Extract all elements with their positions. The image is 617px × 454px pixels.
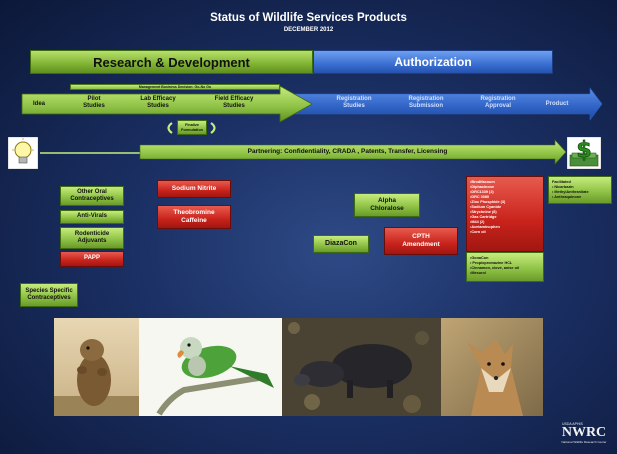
- finalize-right-bracket: [210, 122, 216, 134]
- partnering-label: Partnering: Confidentiality, CRADA , Pat…: [247, 148, 448, 155]
- lightbulb-icon: [8, 137, 38, 169]
- list-item: •Gas Cartridge: [470, 215, 497, 219]
- feral-swine-photo: [282, 318, 441, 416]
- product-diazacon: DiazaCon: [313, 235, 369, 253]
- stage-registration-studies: Registration Studies: [336, 96, 372, 110]
- product-theobromine-caffeine: Theobromine Caffeine: [157, 205, 231, 229]
- registered-products-red-list: •Brodifacoum •Diphacinone •DRC1339 (2) •…: [466, 176, 544, 252]
- finalize-left-bracket: [167, 122, 173, 134]
- list-item: •Sodium Cyanide: [470, 205, 502, 209]
- monk-parakeet-photo: [139, 318, 282, 416]
- list-item: •DRC1339 (2): [470, 190, 494, 194]
- logo-main-text: NWRC: [561, 425, 607, 440]
- list-item: •GonaCon: [470, 256, 489, 260]
- list-item: •Mesurol: [470, 271, 486, 275]
- slide-title: Status of Wildlife Services Products: [210, 12, 407, 24]
- stage-field-efficacy: Field Efficacy Studies: [214, 96, 254, 110]
- coyote-photo: [441, 318, 543, 416]
- dollar-sign-icon: $: [567, 137, 601, 169]
- registered-products-green-list: •GonaCon • Propiopromazine HCL •Cinnamon…: [466, 252, 544, 282]
- stage-registration-submission: Registration Submission: [408, 96, 444, 110]
- partnering-arrow: [139, 139, 567, 165]
- list-item: •Cinnamon, clove, anise oil: [470, 266, 520, 270]
- logo-small-text: USDA APHIS: [562, 422, 583, 426]
- facilitated-products-list: Facilitated • Nicarbazin • MethylAnthran…: [548, 176, 612, 204]
- authorization-banner: Authorization: [313, 50, 553, 74]
- list-item: •Corn oil: [470, 230, 486, 234]
- list-item: •M44 (2): [470, 220, 485, 224]
- product-sodium-nitrite: Sodium Nitrite: [157, 180, 231, 198]
- stage-pilot-studies: Pilot Studies: [83, 96, 105, 110]
- finalize-formulation-box: Finalize Formulation: [177, 120, 207, 135]
- management-decision-bar: Management Business Decision: Go-No Go: [70, 84, 280, 90]
- logo-tagline: National Wildlife Research Center: [561, 440, 607, 444]
- research-arrow: [21, 85, 313, 123]
- svg-text:$: $: [576, 138, 591, 163]
- list-item: •DRC 3080: [470, 195, 490, 199]
- product-papp: PAPP: [60, 251, 124, 267]
- prairie-dog-photo: [54, 318, 139, 416]
- list-item: •Strychnine (8): [470, 210, 497, 214]
- product-cpth-amendment: CPTH Amendment: [384, 227, 458, 255]
- product-species-specific-contraceptives: Species Specific Contraceptives: [20, 283, 78, 307]
- product-alpha-chloralose: Alpha Chloralose: [354, 193, 420, 217]
- list-item: •Brodifacoum: [470, 180, 495, 184]
- product-anti-virals: Anti-Virals: [60, 210, 124, 224]
- research-development-banner: Research & Development: [30, 50, 313, 74]
- stage-registration-approval: Registration Approval: [480, 96, 516, 110]
- slide-date: DECEMBER 2012: [283, 27, 334, 33]
- nwrc-logo: USDA APHIS NWRC National Wildlife Resear…: [558, 422, 610, 448]
- list-item: Facilitated: [552, 180, 571, 184]
- list-item: •Acetaminophen: [470, 225, 500, 229]
- product-rodenticide-adjuvants: Rodenticide Adjuvants: [60, 227, 124, 249]
- stage-lab-efficacy: Lab Efficacy Studies: [140, 96, 176, 110]
- list-item: • MethylAnthranilate: [552, 190, 589, 194]
- product-other-oral-contraceptives: Other Oral Contraceptives: [60, 186, 124, 206]
- list-item: • Nicarbazin: [552, 185, 574, 189]
- list-item: •Diphacinone: [470, 185, 495, 189]
- stage-idea: Idea: [32, 101, 45, 107]
- list-item: • Propiopromazine HCL: [470, 261, 513, 265]
- authorization-arrow: [284, 87, 603, 121]
- stage-product: Product: [545, 101, 569, 107]
- list-item: • Anthraquinone: [552, 195, 582, 199]
- list-item: •Zinc Phosphide (3): [470, 200, 506, 204]
